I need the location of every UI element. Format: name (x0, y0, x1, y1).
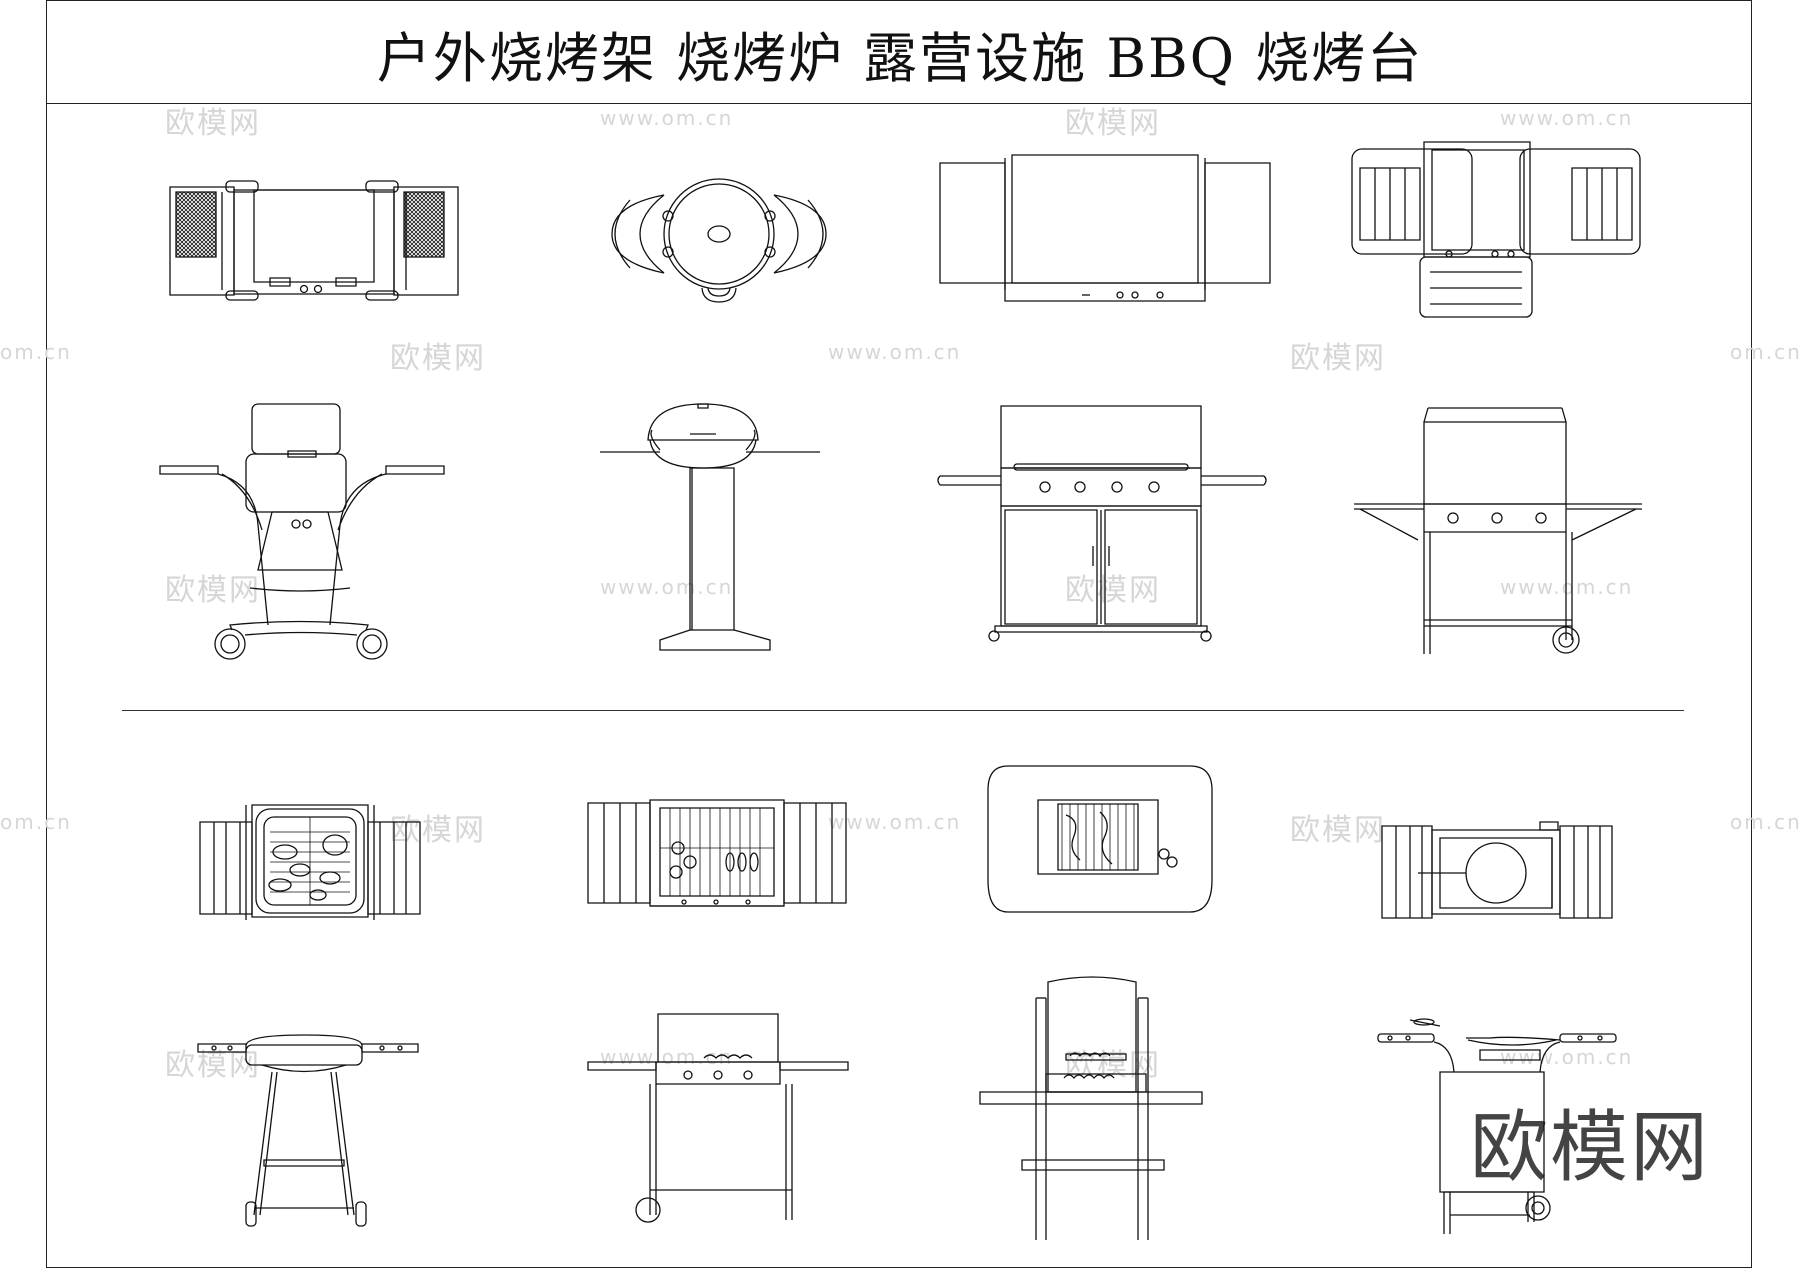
watermark-url: www.om.cn (600, 106, 734, 130)
cabinet-grill-elevation (938, 406, 1266, 641)
watermark-url: www.om.cn (1500, 1045, 1634, 1069)
watermark-url: om.cn (0, 340, 72, 364)
watermark-url: om.cn (1730, 810, 1800, 834)
counter-grill-plan (988, 766, 1212, 912)
watermark-brand: 欧模网 (165, 1048, 261, 1083)
section-divider (122, 710, 1684, 711)
brick-grill-elevation (980, 977, 1202, 1240)
watermark-url: www.om.cn (600, 575, 734, 599)
watermark-url: om.cn (1730, 340, 1800, 364)
rack-grill-plan (588, 800, 846, 906)
kettle-elevation (198, 1035, 418, 1226)
watermark-brand: 欧模网 (390, 341, 486, 376)
watermark-brand: 欧模网 (165, 106, 261, 141)
brand-logo: 欧模网 (1470, 1103, 1711, 1193)
drawing-frame (46, 0, 1752, 1268)
wok-grill-elevation (1378, 1019, 1616, 1234)
watermark-brand: 欧模网 (1065, 573, 1161, 608)
pedestal-grill-elevation (600, 404, 820, 650)
watermark-brand: 欧模网 (1065, 106, 1161, 141)
cart-grill-plan (1352, 142, 1640, 317)
page-title: 户外烧烤架 烧烤炉 露营设施 BBQ 烧烤台 (376, 27, 1424, 90)
side-shelf-grill-elevation (1354, 408, 1642, 654)
watermark-url: www.om.cn (828, 340, 962, 364)
watermark-url: www.om.cn (828, 810, 962, 834)
gas-grill-elevation (588, 1014, 848, 1222)
title-divider (46, 103, 1752, 104)
cart-grill-elevation (160, 404, 444, 659)
watermark-brand: 欧模网 (1290, 341, 1386, 376)
watermark-url: www.om.cn (600, 1045, 734, 1069)
round-grill-plan (1382, 822, 1612, 918)
gas-grill-plan (940, 155, 1270, 301)
kettle-plan (612, 179, 826, 302)
watermark-url: om.cn (0, 810, 72, 834)
watermark-url: www.om.cn (1500, 106, 1634, 130)
charcoal-plan (200, 805, 420, 920)
watermark-brand: 欧模网 (1290, 813, 1386, 848)
watermark-brand: 欧模网 (165, 573, 261, 608)
grill-plan-1 (170, 181, 458, 300)
